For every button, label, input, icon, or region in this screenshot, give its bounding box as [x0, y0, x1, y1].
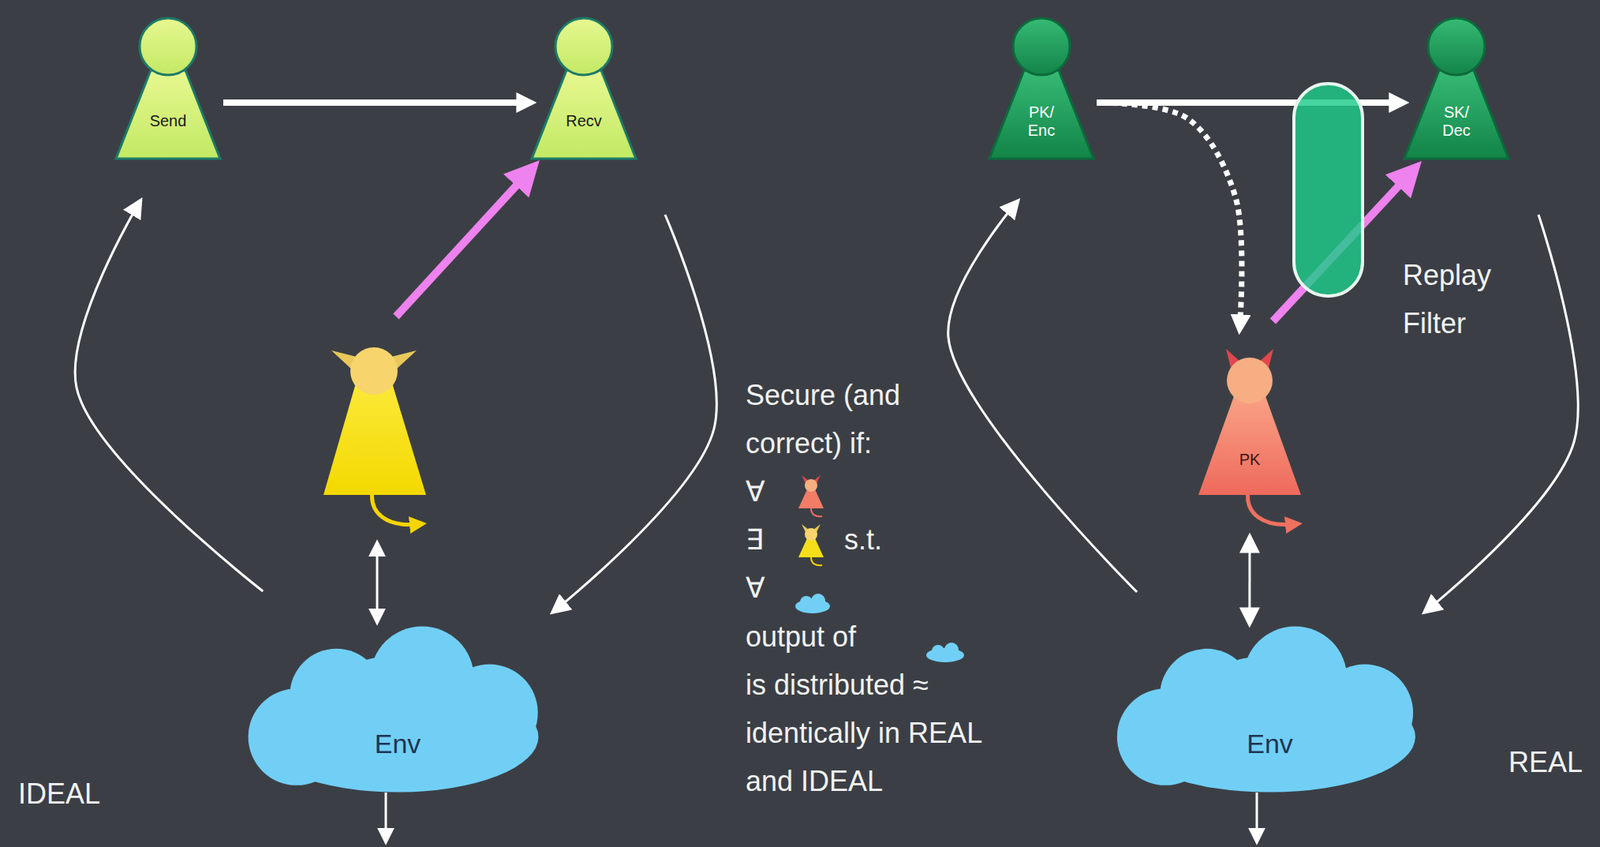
environment-cloud-outline: [244, 622, 551, 796]
node-label: PK/ Enc: [1016, 103, 1067, 140]
cloud-lobe: [441, 664, 539, 762]
pawn-head: [1013, 18, 1070, 75]
flow-arrow: [74, 204, 263, 591]
node-text-box: PK/ Enc: [986, 84, 1097, 158]
mini-ideal-adversary-part: [798, 538, 824, 558]
pawn-body: [989, 70, 1094, 159]
flow-arrow: [223, 99, 529, 106]
node-label: PK: [1239, 450, 1261, 469]
pawn-head: [139, 18, 197, 75]
ideal-party-outline: [112, 14, 224, 161]
node-text-box: SK/ Dec: [1401, 84, 1512, 158]
mini-real-adversary-part: [804, 478, 818, 492]
note-text: output of: [745, 612, 904, 661]
real-party-outline: [1401, 14, 1512, 161]
note-text: ∀: [745, 467, 793, 516]
pawn-body: [115, 70, 221, 159]
node-text-box: Recv: [528, 84, 640, 158]
node-text-box: Env: [244, 700, 551, 788]
note-text: Replay Filter: [1402, 250, 1522, 348]
mini-real-adversary-part: [798, 489, 824, 509]
real-party: PK/ Enc: [986, 14, 1097, 161]
mini-ideal-adversary-part: [811, 557, 823, 565]
note-text: ∀: [745, 563, 793, 612]
real-adversary-outline: [1194, 351, 1305, 495]
real-party-outline: [986, 14, 1097, 161]
ideal-party-outline: [528, 14, 640, 161]
env-output-arrow: [1256, 792, 1259, 838]
note-text: Secure (and correct) if:: [745, 370, 959, 468]
node-text-box: Env: [1111, 700, 1429, 788]
ideal-adversary-part: [350, 347, 398, 395]
node-label: Env: [374, 728, 422, 759]
mini-env-cloud-part: [931, 644, 945, 658]
pawn-head: [555, 18, 613, 75]
node-text-box: PK: [1194, 427, 1305, 492]
adversary-attack-arrow: [396, 170, 531, 317]
mini-env-cloud: [795, 593, 830, 614]
pawn-body: [531, 70, 636, 159]
cloud-lobe: [1202, 657, 1306, 761]
mini-ideal-adversary: [798, 523, 824, 565]
mini-real-adversary: [798, 474, 824, 516]
note-text: is distributed ≈ identically in REAL and…: [745, 660, 983, 805]
adversary-env-arrow: [376, 545, 379, 619]
mini-real-adversary-part: [811, 508, 823, 516]
environment-cloud: Env: [244, 622, 551, 796]
adversary-body: [1198, 396, 1301, 495]
real-party: SK/ Dec: [1401, 14, 1512, 161]
env-output-arrow: [385, 792, 388, 838]
adversary-head: [1226, 357, 1273, 404]
ideal-party: Recv: [528, 14, 640, 161]
cloud-lobe: [330, 657, 434, 761]
adversary-output-arrow: [1248, 490, 1294, 525]
dotted-arrow: [1101, 102, 1242, 327]
node-label: Recv: [565, 112, 602, 131]
node-text-box: Send: [112, 84, 224, 158]
real-adversary: PK: [1194, 351, 1305, 495]
replay-filter-capsule: [1293, 83, 1363, 296]
mini-env-cloud: [926, 642, 965, 662]
node-label: Send: [149, 112, 187, 131]
environment-cloud-outline: [1111, 622, 1429, 796]
mini-env-cloud-part: [800, 595, 813, 609]
note-text: ∃: [745, 515, 793, 564]
cloud-lobe: [1117, 687, 1215, 786]
note-text: s.t.: [844, 515, 924, 564]
mini-env-cloud-part: [811, 593, 826, 608]
mini-env-cloud-part: [944, 642, 959, 657]
pawn-head: [1428, 18, 1485, 75]
cloud-lobe: [248, 687, 346, 786]
adversary-output-arrow: [372, 490, 419, 525]
note-text: REAL: [1508, 737, 1596, 786]
ideal-adversary: [323, 347, 427, 495]
environment-cloud: Env: [1111, 622, 1429, 796]
cloud-lobe: [1315, 664, 1414, 762]
ideal-party: Send: [112, 14, 224, 161]
node-label: SK/ Dec: [1431, 103, 1482, 140]
note-text: IDEAL: [18, 769, 176, 818]
flow-arrow: [948, 204, 1137, 592]
flow-arrow: [556, 214, 717, 610]
pawn-body: [1404, 70, 1509, 159]
node-label: Env: [1246, 728, 1294, 759]
ideal-adversary-part: [323, 380, 427, 495]
mini-ideal-adversary-part: [804, 527, 818, 541]
flow-arrow: [1248, 540, 1251, 620]
